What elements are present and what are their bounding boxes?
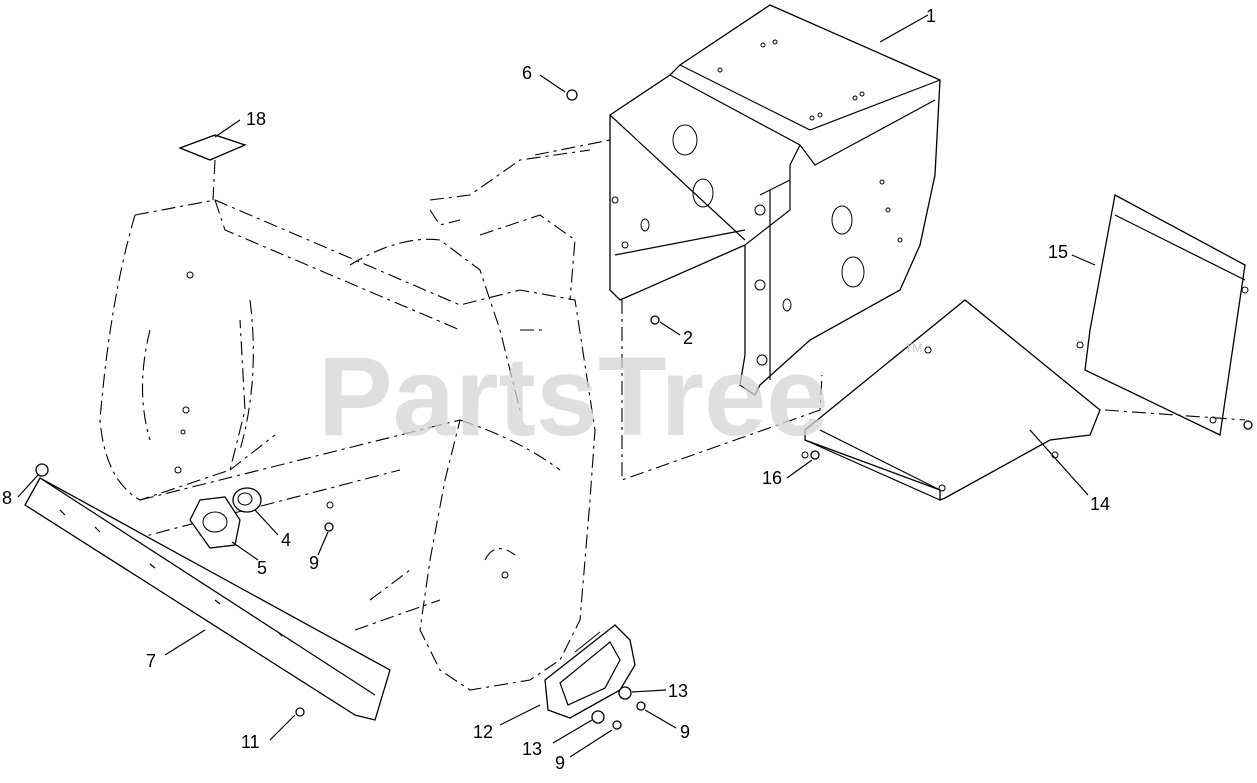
callout-6[interactable]: 6	[522, 63, 532, 83]
watermark: PartsTree TM	[318, 334, 922, 459]
callout-18[interactable]: 18	[246, 109, 266, 129]
auger-housing-phantom	[99, 149, 596, 691]
callout-9-right[interactable]: 9	[680, 722, 690, 742]
bolt-part-2[interactable]	[650, 315, 660, 325]
bolt-part-6[interactable]	[566, 89, 578, 101]
callout-13-right[interactable]: 13	[668, 681, 688, 701]
bottom-cover-part-14[interactable]	[801, 299, 1101, 501]
watermark-trademark: TM	[905, 341, 922, 355]
callout-5[interactable]: 5	[257, 558, 267, 578]
callout-9-left[interactable]: 9	[309, 553, 319, 573]
skid-shoe-part-12[interactable]	[544, 624, 636, 719]
callout-12[interactable]: 12	[473, 722, 493, 742]
callout-7[interactable]: 7	[146, 651, 156, 671]
bolt-part-16[interactable]	[810, 450, 820, 460]
frame-phantom	[534, 139, 823, 481]
callout-14[interactable]: 14	[1090, 494, 1110, 514]
callout-13-left[interactable]: 13	[522, 739, 542, 759]
callout-9-bottom[interactable]: 9	[555, 753, 565, 773]
callout-4[interactable]: 4	[281, 530, 291, 550]
nut-part-9-right[interactable]	[636, 701, 646, 711]
bolt-part-15[interactable]	[1243, 420, 1253, 430]
callout-1[interactable]: 1	[926, 6, 936, 26]
callout-16[interactable]: 16	[762, 468, 782, 488]
leader-lines	[17, 14, 1096, 758]
watermark-text: PartsTree	[318, 334, 829, 459]
bolt-part-11[interactable]	[295, 707, 305, 717]
flange-part-5[interactable]	[189, 496, 241, 549]
bearing-part-4[interactable]	[232, 487, 262, 513]
callout-11[interactable]: 11	[241, 732, 260, 752]
callout-8[interactable]: 8	[2, 488, 12, 508]
washer-part-13-left[interactable]	[591, 710, 605, 724]
washer-part-13-right[interactable]	[618, 686, 632, 700]
scraper-bar-part-7[interactable]	[24, 463, 391, 721]
decal-part-18[interactable]	[178, 134, 247, 161]
nut-part-9-left[interactable]	[324, 522, 334, 532]
rear-cover-part-15[interactable]	[1076, 194, 1249, 436]
nut-part-9-bottom[interactable]	[612, 720, 622, 730]
frame-part-1[interactable]	[609, 4, 941, 396]
callouts: 1 2 4 5 6 7 8 9 9 9 11 12 13 13 14 15 16…	[2, 6, 1110, 773]
callout-15[interactable]: 15	[1048, 242, 1068, 262]
hardware	[295, 89, 1253, 730]
callout-2[interactable]: 2	[683, 328, 693, 348]
